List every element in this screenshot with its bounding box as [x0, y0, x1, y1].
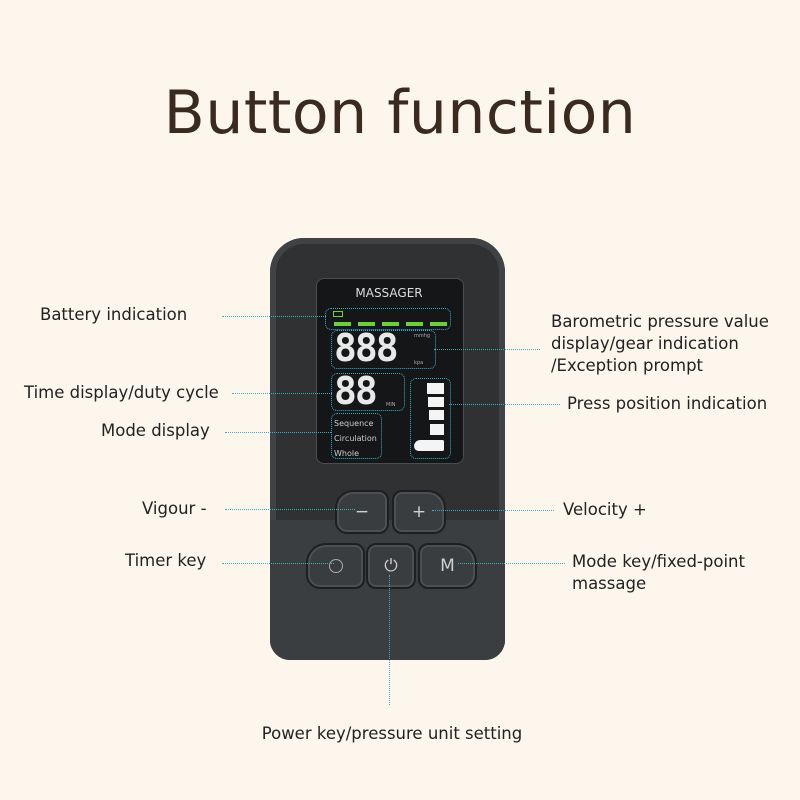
minus-button[interactable]: −: [335, 490, 389, 534]
battery-segment: [334, 322, 351, 326]
time-display: [331, 373, 405, 411]
battery-segment: [406, 322, 423, 326]
label-velocity: Velocity +: [563, 500, 647, 519]
leg-segment-icon: [430, 424, 444, 435]
mode-circulation: Circulation: [334, 434, 377, 443]
unit-min: MIN: [386, 402, 396, 408]
label-mode-key-line: Mode key/fixed-point: [572, 552, 745, 571]
screen-brand: MASSAGER: [355, 286, 423, 300]
leader-line: [458, 563, 565, 564]
label-press-position: Press position indication: [567, 394, 768, 413]
leader-line: [222, 316, 326, 317]
leader-line: [232, 393, 332, 394]
mode-display: [331, 413, 382, 459]
leg-segment-icon: [427, 383, 444, 394]
battery-icon: [333, 311, 343, 317]
label-vigour: Vigour -: [142, 499, 207, 518]
foot-icon: [414, 440, 444, 451]
page-title: Button function: [163, 78, 637, 148]
power-button[interactable]: ⏻: [366, 543, 416, 589]
leader-line: [222, 563, 334, 564]
battery-group: [325, 308, 451, 330]
timer-button[interactable]: [306, 543, 365, 589]
label-pressure-line: Barometric pressure value: [551, 312, 769, 331]
leader-line: [389, 575, 390, 705]
mode-button[interactable]: M: [418, 543, 477, 589]
label-power: Power key/pressure unit setting: [261, 724, 523, 743]
label-mode-key-line: massage: [572, 574, 647, 593]
label-pressure-line: display/gear indication: [551, 334, 739, 353]
label-mode-key: Mode key/fixed-point massage: [572, 551, 745, 595]
mode-whole: Whole: [334, 449, 360, 458]
leader-line: [432, 510, 554, 511]
mode-sequence: Sequence: [334, 419, 374, 428]
device-lower-body: [270, 520, 505, 660]
label-battery: Battery indication: [40, 305, 188, 324]
time-digits: 88: [334, 369, 378, 413]
leader-line: [225, 509, 355, 510]
leader-line: [449, 404, 560, 405]
plus-button[interactable]: +: [392, 490, 446, 534]
press-position-display: [410, 378, 451, 459]
label-mode-display: Mode display: [101, 421, 210, 440]
timer-icon: [328, 559, 343, 573]
unit-kpa: kpa: [414, 360, 424, 366]
power-icon: ⏻: [384, 556, 398, 576]
label-timer: Timer key: [125, 551, 207, 570]
leg-segment-icon: [429, 410, 444, 420]
unit-mmhg: mmhg: [414, 333, 431, 339]
battery-segment: [382, 322, 399, 326]
leader-line: [434, 349, 540, 350]
leader-line: [225, 432, 331, 433]
leg-segment-icon: [428, 397, 444, 407]
label-time: Time display/duty cycle: [24, 383, 219, 402]
battery-segment: [358, 322, 375, 326]
pressure-digits: 888: [334, 326, 399, 370]
label-pressure: Barometric pressure value display/gear i…: [551, 311, 769, 377]
mode-list: Sequence Circulation Whole: [334, 416, 377, 461]
battery-segment: [430, 322, 447, 326]
label-pressure-line: /Exception prompt: [551, 356, 704, 375]
